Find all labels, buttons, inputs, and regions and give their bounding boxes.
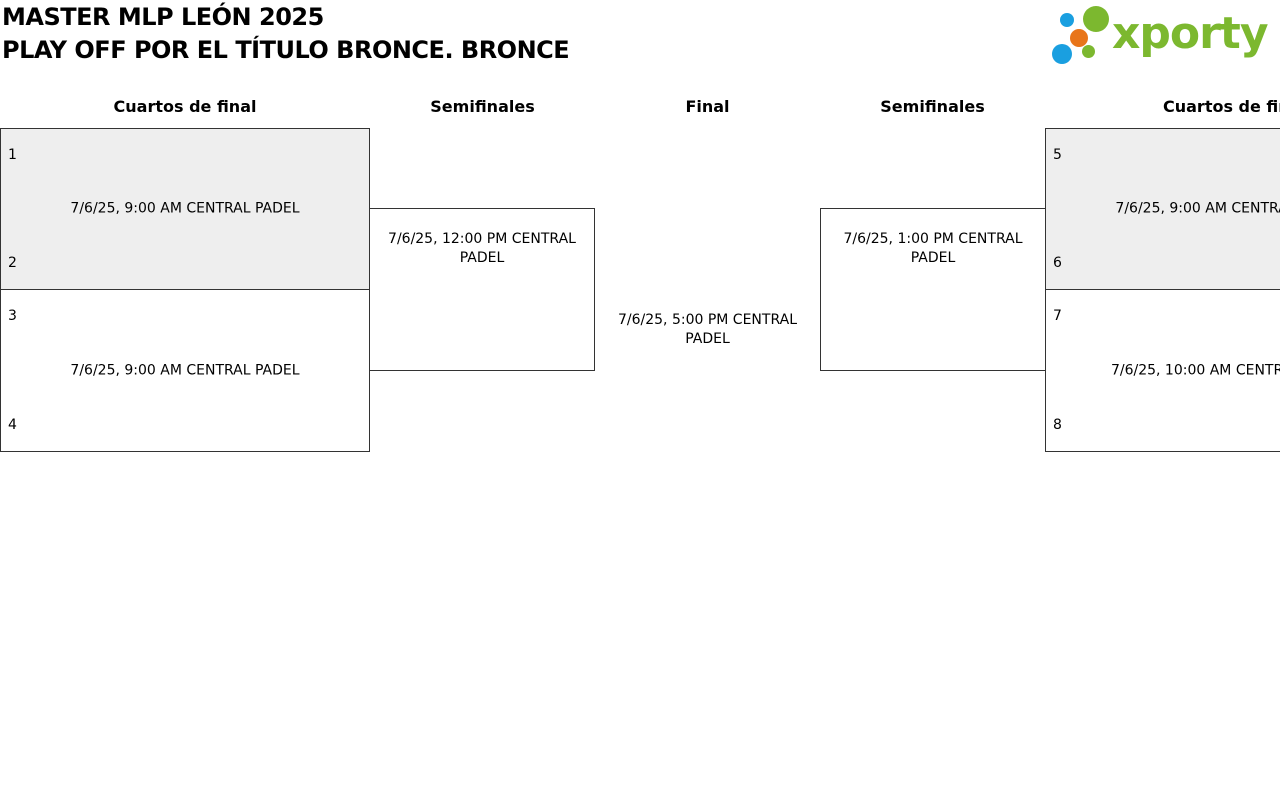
column-header-left-semifinals: Semifinales (430, 97, 535, 116)
seed-number: 6 (1053, 255, 1062, 271)
seed-number: 2 (8, 255, 17, 271)
xporty-logo[interactable]: xporty (1050, 4, 1276, 68)
logo-dot-green-top (1083, 6, 1109, 32)
match-right-quarterfinal-2[interactable]: 7 7/6/25, 10:00 AM CENTRAL PADEL 8 (1045, 289, 1280, 452)
logo-dot-green-bottom (1082, 45, 1095, 58)
match-schedule: 7/6/25, 9:00 AM CENTRAL PADEL (70, 200, 300, 217)
seed-number: 7 (1053, 308, 1062, 324)
logo-wordmark: xporty (1112, 8, 1269, 59)
match-final-schedule[interactable]: 7/6/25, 5:00 PM CENTRAL PADEL (617, 312, 797, 347)
match-schedule: 7/6/25, 10:00 AM CENTRAL PADEL (1110, 362, 1280, 378)
logo-dot-blue-bottom (1052, 44, 1072, 64)
column-header-right-quarterfinals: Cuartos de final (1163, 97, 1280, 116)
match-schedule: 7/6/25, 12:00 PM CENTRAL PADEL (388, 231, 576, 266)
right-quarterfinals-clip: 5 7/6/25, 9:00 AM CENTRAL PADEL 6 7 7/6/… (1045, 128, 1280, 458)
logo-dot-orange (1070, 29, 1088, 47)
tournament-title: MASTER MLP LEÓN 2025 (2, 3, 324, 31)
seed-number: 3 (8, 308, 17, 324)
bracket-subtitle: PLAY OFF POR EL TÍTULO BRONCE. BRONCE (2, 36, 570, 64)
seed-number: 8 (1053, 417, 1062, 433)
column-header-final: Final (685, 97, 730, 116)
column-header-right-semifinals: Semifinales (880, 97, 985, 116)
match-schedule: 7/6/25, 1:00 PM CENTRAL PADEL (843, 231, 1023, 266)
logo-dot-blue-top (1060, 13, 1074, 27)
match-schedule: 7/6/25, 9:00 AM CENTRAL PADEL (1115, 200, 1280, 217)
seed-number: 5 (1053, 147, 1062, 163)
match-left-semifinal[interactable]: 7/6/25, 12:00 PM CENTRAL PADEL (369, 208, 595, 371)
match-left-quarterfinal-1[interactable]: 1 7/6/25, 9:00 AM CENTRAL PADEL 2 (0, 128, 370, 290)
match-left-quarterfinal-2[interactable]: 3 7/6/25, 9:00 AM CENTRAL PADEL 4 (0, 289, 370, 452)
match-right-quarterfinal-1[interactable]: 5 7/6/25, 9:00 AM CENTRAL PADEL 6 (1045, 128, 1280, 290)
column-header-left-quarterfinals: Cuartos de final (113, 97, 257, 116)
match-schedule: 7/6/25, 9:00 AM CENTRAL PADEL (70, 362, 300, 378)
match-right-semifinal[interactable]: 7/6/25, 1:00 PM CENTRAL PADEL (820, 208, 1046, 371)
seed-number: 1 (8, 147, 17, 163)
seed-number: 4 (8, 417, 17, 433)
